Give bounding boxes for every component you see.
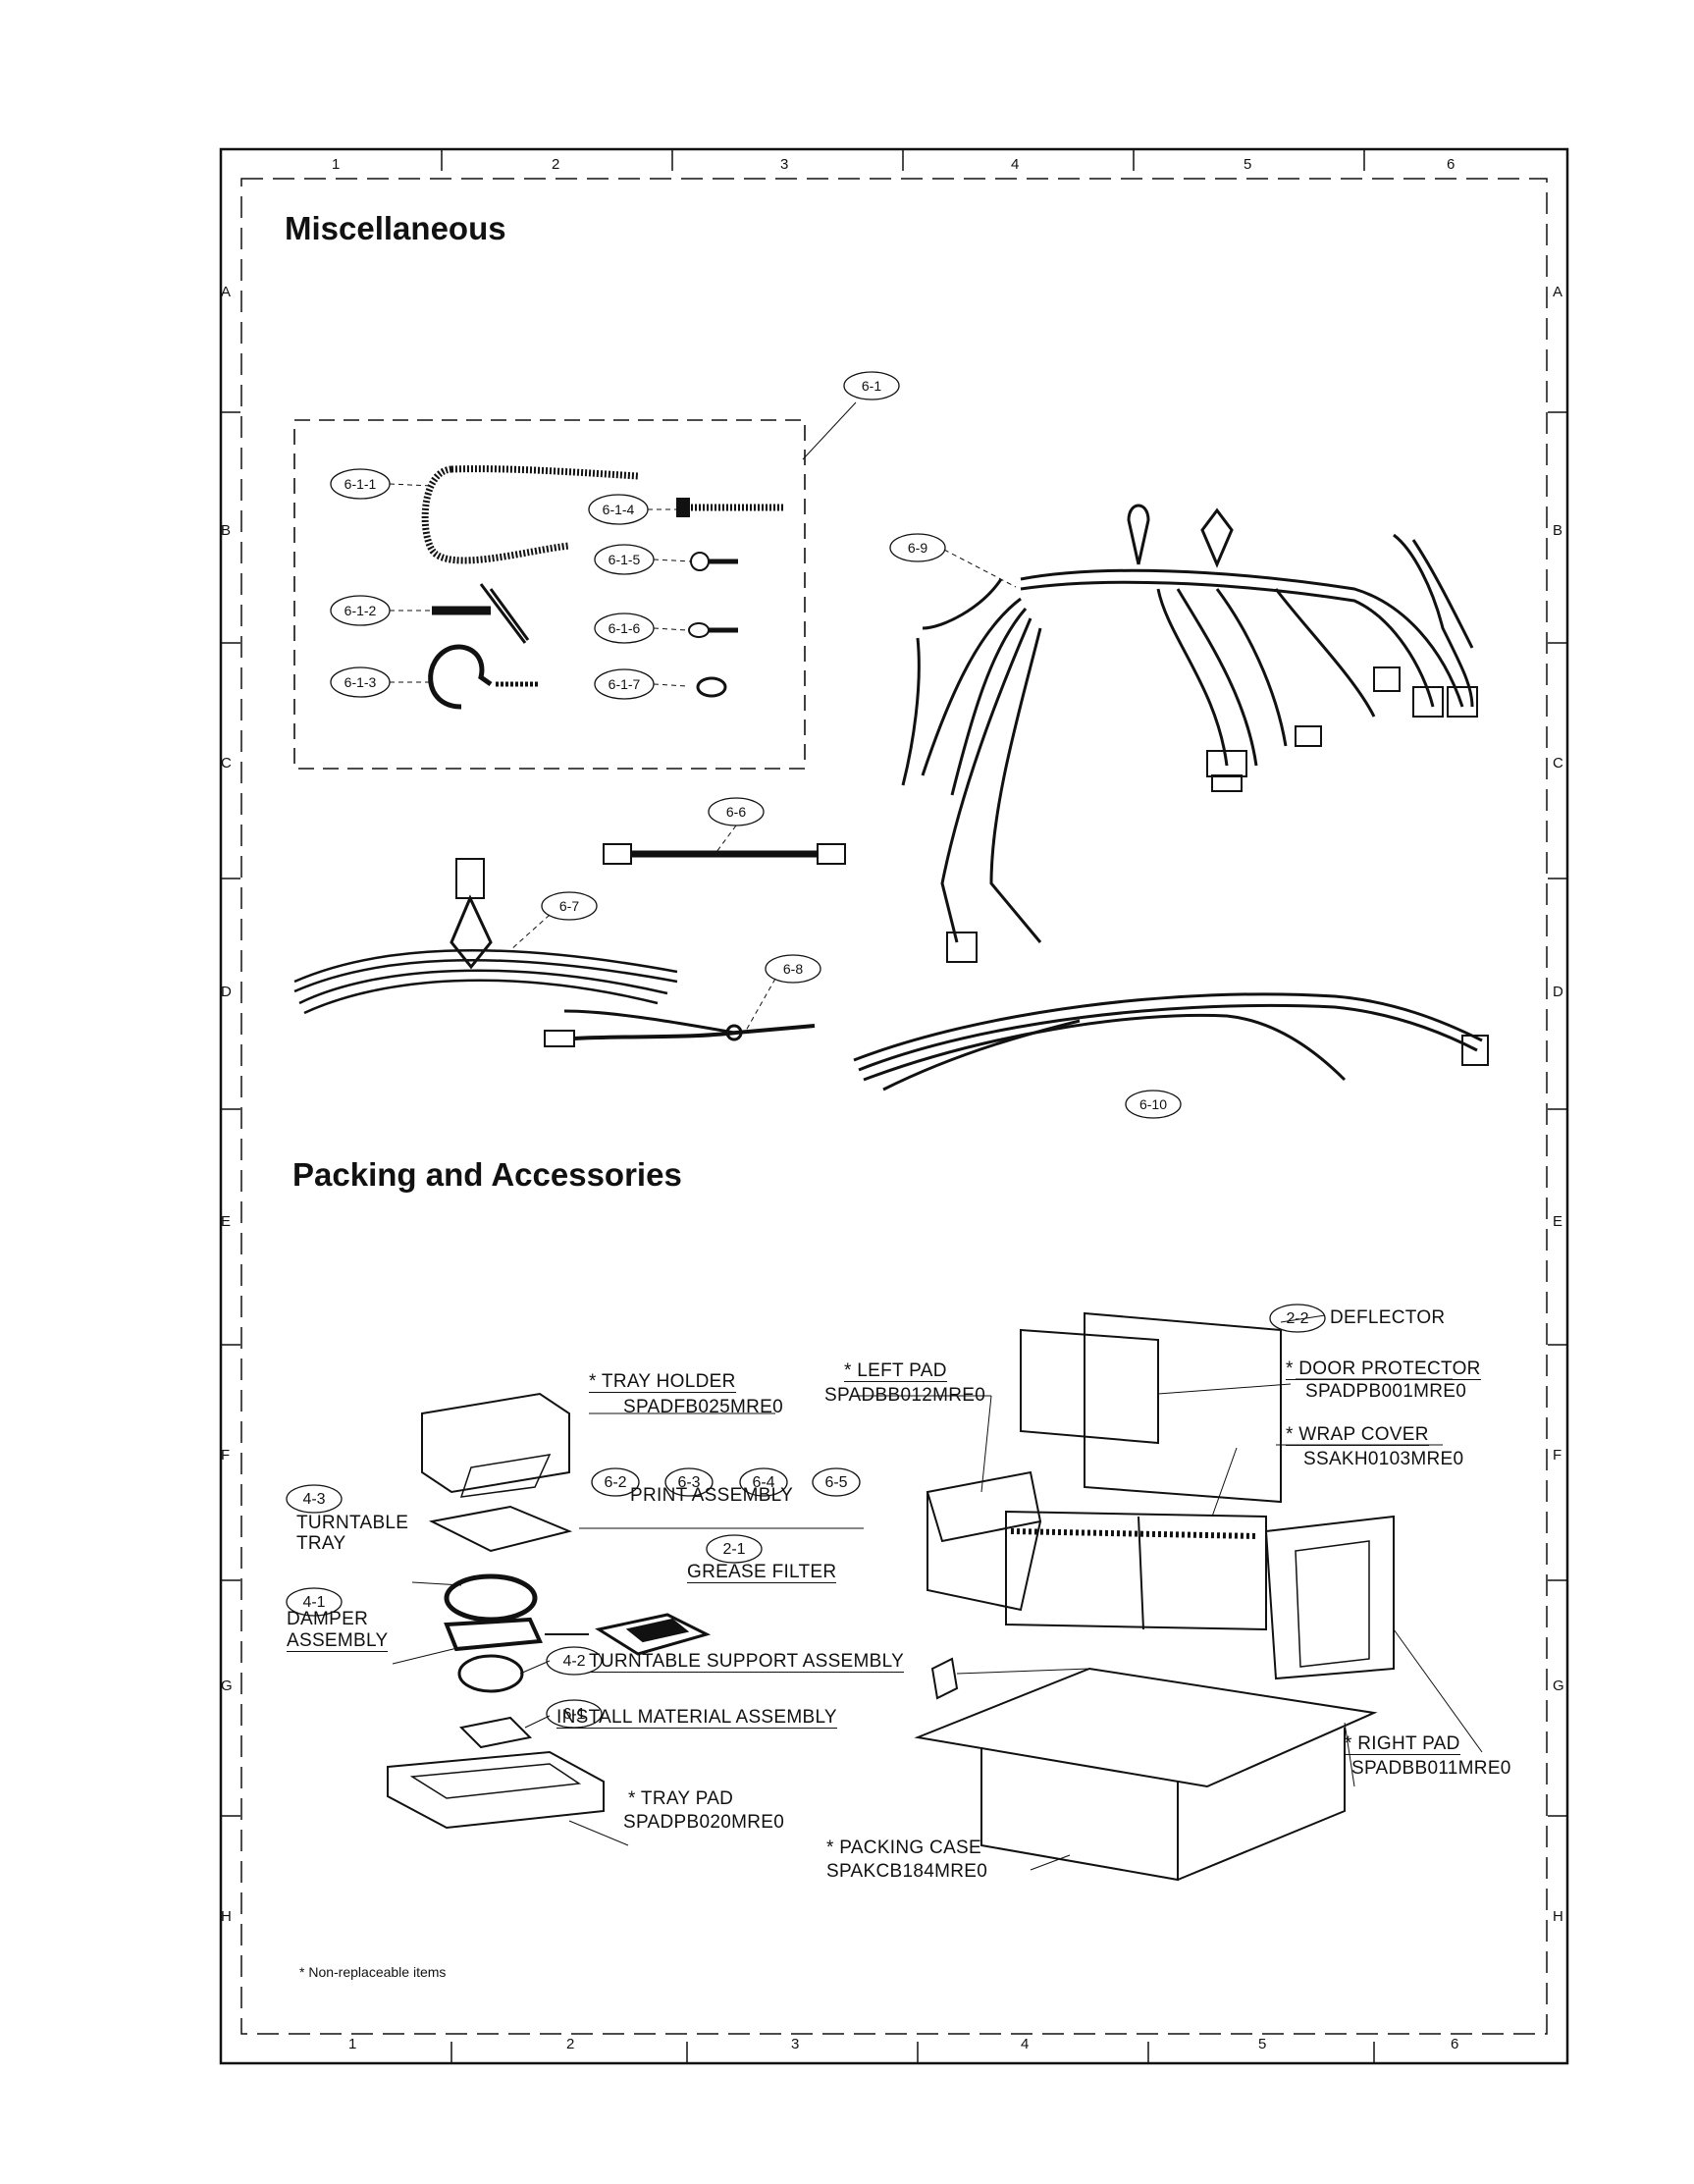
grid-row-a-left: A [221,284,232,300]
label-packing-case: * PACKING CASE [826,1838,981,1858]
door-protector [1020,1328,1159,1445]
grid-row-h-left: H [221,1908,232,1925]
grid-col-2-top: 2 [552,156,560,173]
label-deflector: DEFLECTOR [1330,1307,1446,1328]
label-print-assembly: PRINT ASSEMBLY [630,1485,794,1506]
grid-col-1-bottom: 1 [348,2036,357,2052]
callout-4-1: 4-1 [302,1594,325,1611]
callout-6-1-2: 6-1-2 [344,603,377,618]
callout-6-1-1: 6-1-1 [344,476,377,492]
grid-col-6-bottom: 6 [1451,2036,1459,2052]
section-title-packing: Packing and Accessories [292,1156,682,1193]
label-install-material: INSTALL MATERIAL ASSEMBLY [556,1707,837,1729]
inner-frame [240,178,1548,2035]
grid-row-b-right: B [1553,522,1563,539]
callout-6-7: 6-7 [559,898,579,914]
grid-row-b-left: B [221,522,232,539]
grid-row-c-right: C [1553,755,1563,772]
callout-6-1-5: 6-1-5 [609,552,641,567]
grid-row-d-left: D [221,984,232,1000]
label-tray-holder-pn: SPADFB025MRE0 [623,1397,783,1417]
grid-col-6-top: 6 [1447,156,1456,173]
grid-row-d-right: D [1553,984,1563,1000]
deflector-panel [1084,1311,1282,1504]
label-tray-pad-pn: SPADPB020MRE0 [623,1812,785,1833]
grid-col-1-top: 1 [332,156,341,173]
label-left-pad-pn: SPADBB012MRE0 [824,1385,986,1406]
grid-col-2-bottom: 2 [566,2036,575,2052]
callout-6-2: 6-2 [604,1474,626,1491]
callout-6-3: 6-3 [677,1474,700,1491]
label-grease-filter: GREASE FILTER [687,1562,837,1583]
callout-6-8: 6-8 [783,961,803,977]
callout-6-6: 6-6 [726,804,746,820]
label-wrap-cover: * WRAP COVER [1286,1424,1429,1446]
grid-col-5-bottom: 5 [1258,2036,1267,2052]
grid-col-3-bottom: 3 [791,2036,800,2052]
label-left-pad: * LEFT PAD [844,1360,947,1382]
label-tray-holder: * TRAY HOLDER [589,1371,736,1393]
label-turntable-support: TURNTABLE SUPPORT ASSEMBLY [589,1651,905,1673]
outer-frame [219,147,1569,2065]
grid-row-g-left: G [221,1678,233,1694]
callout-4-3: 4-3 [302,1491,325,1508]
callout-6-1-6: 6-1-6 [609,620,641,636]
callout-6-4: 6-4 [752,1474,774,1491]
callout-6-1-install: 6-1 [562,1706,585,1723]
callout-6-1-4: 6-1-4 [603,502,635,517]
label-turntable-tray-1: TURNTABLE [296,1513,409,1533]
callout-6-5: 6-5 [824,1474,847,1491]
callout-2-1: 2-1 [722,1541,745,1558]
callout-2-2: 2-2 [1286,1310,1308,1327]
grid-row-f-left: F [221,1447,231,1464]
callout-6-9: 6-9 [908,540,927,556]
label-door-protector: * DOOR PROTECTOR [1286,1358,1481,1380]
label-damper-2: ASSEMBLY [287,1630,389,1652]
grid-row-a-right: A [1553,284,1563,300]
label-right-pad-pn: SPADBB011MRE0 [1351,1758,1511,1779]
callout-4-2: 4-2 [562,1653,585,1670]
grid-row-h-right: H [1553,1908,1563,1925]
grid-row-e-right: E [1553,1213,1563,1230]
label-door-protector-pn: SPADPB001MRE0 [1305,1381,1467,1402]
label-damper-1: DAMPER [287,1609,369,1629]
label-packing-case-pn: SPAKCB184MRE0 [826,1861,988,1882]
grid-row-c-left: C [221,755,232,772]
cord-6-1-1 [421,465,570,564]
grid-col-4-top: 4 [1011,156,1020,173]
footnote: * Non-replaceable items [299,1964,447,1980]
grid-col-3-top: 3 [780,156,789,173]
callout-6-1-3: 6-1-3 [344,674,377,690]
grid-col-5-top: 5 [1244,156,1252,173]
label-turntable-tray-2: TRAY [296,1533,346,1554]
kit-box [293,419,806,770]
grid-col-4-bottom: 4 [1021,2036,1030,2052]
grid-row-g-right: G [1553,1678,1564,1694]
grid-row-e-left: E [221,1213,232,1230]
callout-6-1: 6-1 [862,378,881,394]
callout-6-10: 6-10 [1139,1096,1167,1112]
grid-row-f-right: F [1553,1447,1562,1464]
label-wrap-cover-pn: SSAKH0103MRE0 [1303,1449,1464,1469]
label-tray-pad: * TRAY PAD [628,1788,734,1809]
label-right-pad: * RIGHT PAD [1345,1733,1460,1755]
section-title-miscellaneous: Miscellaneous [285,210,506,246]
callout-6-1-7: 6-1-7 [609,676,641,692]
